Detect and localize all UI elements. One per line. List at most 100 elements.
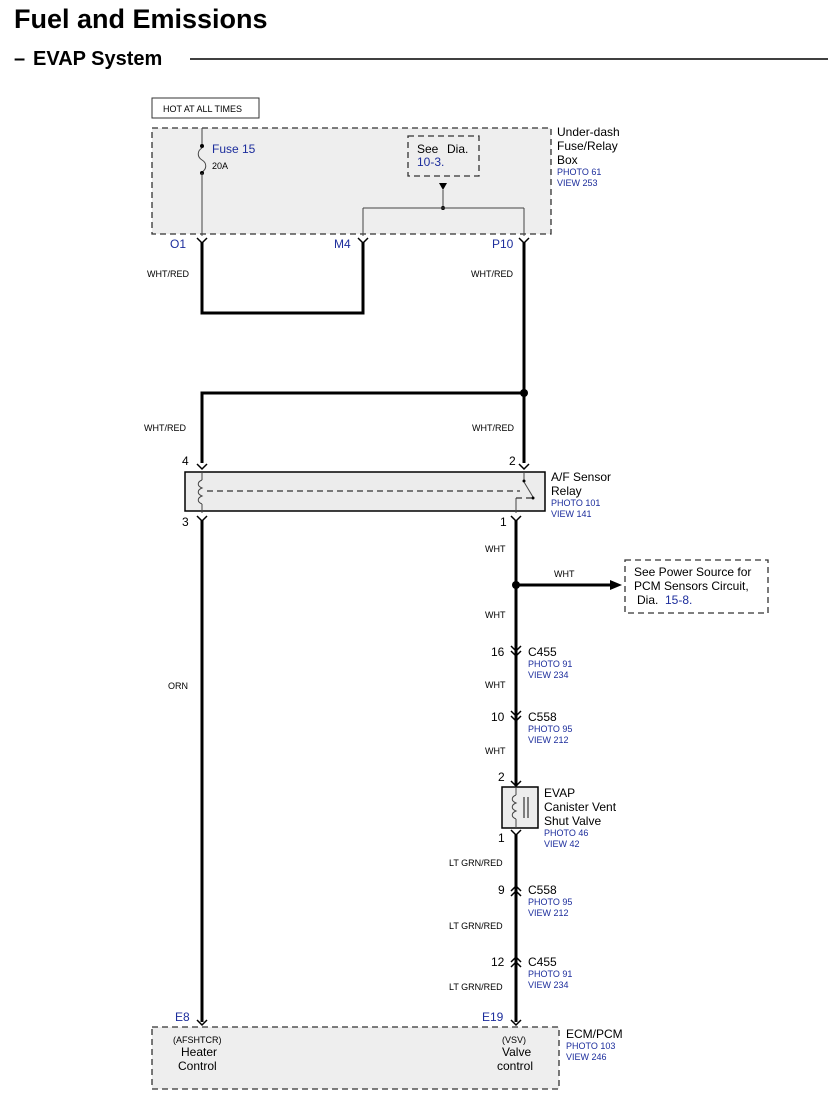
wire-label-to-pcm-source: WHT	[554, 569, 575, 579]
valve-coil	[511, 794, 518, 820]
arrow-to-pcm-source	[610, 580, 622, 590]
c558-upper-chevron-a	[510, 710, 522, 718]
see-dia-box	[407, 135, 480, 177]
page-title: Fuel and Emissions	[14, 4, 268, 34]
c455-lower-chevron-a	[510, 955, 522, 963]
fuse-relay-box	[151, 127, 552, 235]
relay-switch-arm	[523, 481, 534, 498]
ecm-name: ECM/PCM	[566, 1027, 623, 1041]
fuse-name: Fuse 15	[212, 142, 256, 156]
see-dia-arrow	[439, 183, 447, 190]
power-ref-line-3: Dia.	[637, 593, 658, 607]
fuse-rating: 20A	[212, 161, 228, 171]
terminal-p10: P10	[492, 237, 514, 251]
wire-to-relay-pin4	[200, 391, 524, 463]
af-sensor-relay	[184, 471, 546, 512]
power-ref-line-1: See Power Source for	[634, 565, 751, 579]
fuse-box-name-2: Fuse/Relay	[557, 139, 618, 153]
wire-label-left-relay: WHT/RED	[144, 423, 186, 433]
relay-photo[interactable]: PHOTO 101	[551, 498, 600, 508]
c455-upper-view[interactable]: VIEW 234	[528, 670, 569, 680]
terminal-o1: O1	[170, 237, 186, 251]
see-ref-link[interactable]: 10-3.	[417, 155, 444, 169]
c455-upper-chevron-a	[510, 645, 522, 653]
c558-lower-view[interactable]: VIEW 212	[528, 908, 569, 918]
power-ref-line-2: PCM Sensors Circuit,	[634, 579, 749, 593]
fuse-symbol	[197, 147, 207, 173]
wire-label-o1: WHT/RED	[147, 269, 189, 279]
ecm-chevron-e8	[196, 1019, 208, 1027]
c455-upper-chevron-b	[510, 650, 522, 658]
fuse-box-view[interactable]: VIEW 253	[557, 178, 598, 188]
valve-pin-1: 1	[498, 831, 505, 845]
wire-label-orn: ORN	[168, 681, 188, 691]
relay-chevron-4	[196, 463, 208, 471]
terminal-e8: E8	[175, 1010, 190, 1024]
fuse-top-dot	[200, 144, 204, 148]
ecm-chevron-e19	[510, 1019, 522, 1027]
valve-name-3: Shut Valve	[544, 814, 601, 828]
power-label: HOT AT ALL TIMES	[163, 104, 242, 114]
c558-lower-chevron-a	[510, 884, 522, 892]
c558-upper-name: C558	[528, 710, 557, 724]
c455-lower-chevron-b	[510, 960, 522, 968]
wire-label-c455-ecm: LT GRN/RED	[449, 982, 503, 992]
wire-label-c455-c558: WHT	[485, 680, 506, 690]
see-dia-label: Dia.	[447, 142, 468, 156]
wire-label-after-relay: WHT	[485, 544, 506, 554]
c455-lower-name: C455	[528, 955, 557, 969]
c558-lower-name: C558	[528, 883, 557, 897]
valve-view[interactable]: VIEW 42	[544, 839, 580, 849]
valve-photo[interactable]: PHOTO 46	[544, 828, 588, 838]
c455-lower-photo[interactable]: PHOTO 91	[528, 969, 572, 979]
c558-upper-pin: 10	[491, 710, 505, 724]
ecm-left-line-2: Control	[178, 1059, 217, 1073]
fuse-box-photo[interactable]: PHOTO 61	[557, 167, 601, 177]
relay-name-2: Relay	[551, 484, 582, 498]
relay-switch-contact-a	[522, 479, 526, 483]
c455-upper-photo[interactable]: PHOTO 91	[528, 659, 572, 669]
c558-upper-view[interactable]: VIEW 212	[528, 735, 569, 745]
fuse-box-name-3: Box	[557, 153, 578, 167]
ecm-pcm-box	[151, 1026, 560, 1090]
ecm-right-code: (VSV)	[502, 1035, 526, 1045]
ecm-left-line-1: Heater	[181, 1045, 217, 1059]
c558-upper-photo[interactable]: PHOTO 95	[528, 724, 572, 734]
relay-pin-2: 2	[509, 454, 516, 468]
wire-label-c558-valve: WHT	[485, 746, 506, 756]
terminal-m4: M4	[334, 237, 351, 251]
c558-upper-chevron-b	[510, 715, 522, 723]
power-source-ref-box	[624, 559, 769, 614]
ecm-view[interactable]: VIEW 246	[566, 1052, 607, 1062]
terminal-e19: E19	[482, 1010, 504, 1024]
c455-upper-name: C455	[528, 645, 557, 659]
wire-label-right-relay: WHT/RED	[472, 423, 514, 433]
c558-lower-photo[interactable]: PHOTO 95	[528, 897, 572, 907]
wire-label-valve-c558: LT GRN/RED	[449, 858, 503, 868]
relay-pin-4: 4	[182, 454, 189, 468]
ecm-photo[interactable]: PHOTO 103	[566, 1041, 615, 1051]
wire-label-c558-c455: LT GRN/RED	[449, 921, 503, 931]
valve-name-2: Canister Vent	[544, 800, 617, 814]
valve-pin-2: 2	[498, 770, 505, 784]
section-dash: –	[14, 48, 25, 70]
c455-lower-view[interactable]: VIEW 234	[528, 980, 569, 990]
c455-upper-pin: 16	[491, 645, 505, 659]
c455-lower-pin: 12	[491, 955, 505, 969]
wire-o1-m4-jumper	[200, 242, 365, 315]
fuse-box-name-1: Under-dash	[557, 125, 620, 139]
power-ref-link[interactable]: 15-8.	[665, 593, 692, 607]
section-title: EVAP System	[33, 48, 162, 70]
relay-pin-3: 3	[182, 515, 189, 529]
relay-coil	[197, 479, 204, 505]
valve-name-1: EVAP	[544, 786, 575, 800]
c558-lower-chevron-b	[510, 889, 522, 897]
relay-pin-1: 1	[500, 515, 507, 529]
ecm-right-line-1: Valve	[502, 1045, 531, 1059]
relay-view[interactable]: VIEW 141	[551, 509, 592, 519]
see-label: See	[417, 142, 439, 156]
power-label-box	[151, 97, 260, 119]
evap-canister-vent-valve	[501, 786, 539, 829]
ecm-right-line-2: control	[497, 1059, 533, 1073]
